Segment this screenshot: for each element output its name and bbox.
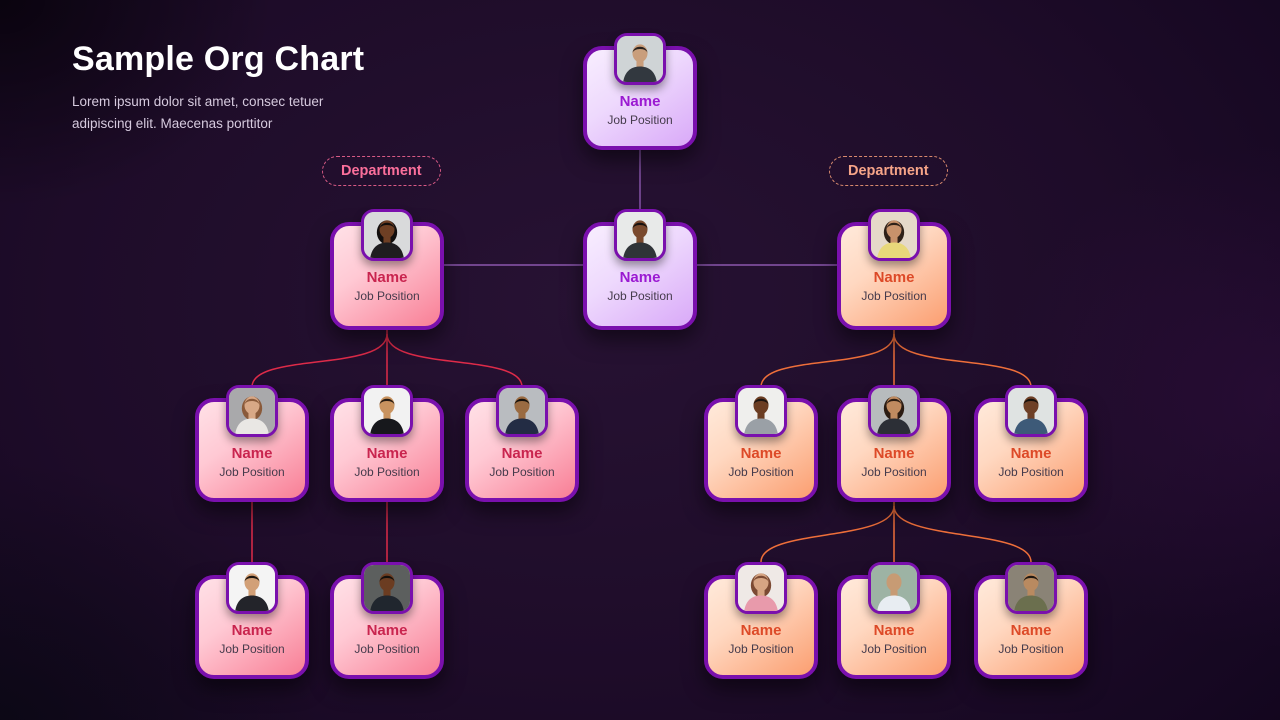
- org-card-right-child-2[interactable]: Name Job Position: [837, 385, 951, 502]
- person-name: Name: [231, 622, 273, 639]
- person-position: Job Position: [354, 642, 420, 656]
- avatar: [868, 385, 920, 437]
- org-card-right-grandchild-3[interactable]: Name Job Position: [974, 562, 1088, 679]
- person-name: Name: [619, 269, 661, 286]
- department-badge-right[interactable]: Department: [829, 156, 948, 186]
- person-name: Name: [1010, 622, 1052, 639]
- person-position: Job Position: [354, 289, 420, 303]
- org-card-left-grandchild-1[interactable]: Name Job Position: [195, 562, 309, 679]
- org-card-right-manager[interactable]: Name Job Position: [837, 209, 951, 330]
- org-card-left-child-1[interactable]: Name Job Position: [195, 385, 309, 502]
- page-subtitle: Lorem ipsum dolor sit amet, consec tetue…: [72, 91, 323, 135]
- org-card-right-grandchild-2[interactable]: Name Job Position: [837, 562, 951, 679]
- avatar: [226, 385, 278, 437]
- avatar: [361, 562, 413, 614]
- avatar: [1005, 385, 1057, 437]
- avatar: [735, 562, 787, 614]
- person-position: Job Position: [219, 642, 285, 656]
- person-position: Job Position: [728, 642, 794, 656]
- person-name: Name: [873, 445, 915, 462]
- person-position: Job Position: [861, 642, 927, 656]
- org-card-left-child-3[interactable]: Name Job Position: [465, 385, 579, 502]
- org-card-right-child-3[interactable]: Name Job Position: [974, 385, 1088, 502]
- person-position: Job Position: [489, 465, 555, 479]
- org-card-middle-manager[interactable]: Name Job Position: [583, 209, 697, 330]
- person-name: Name: [366, 269, 408, 286]
- avatar: [1005, 562, 1057, 614]
- person-name: Name: [1010, 445, 1052, 462]
- avatar: [226, 562, 278, 614]
- org-card-ceo[interactable]: Name Job Position: [583, 33, 697, 150]
- avatar: [496, 385, 548, 437]
- avatar: [361, 209, 413, 261]
- department-badge-left[interactable]: Department: [322, 156, 441, 186]
- subtitle-line-1: Lorem ipsum dolor sit amet, consec tetue…: [72, 94, 324, 109]
- org-card-right-child-1[interactable]: Name Job Position: [704, 385, 818, 502]
- avatar: [361, 385, 413, 437]
- person-position: Job Position: [607, 113, 673, 127]
- person-name: Name: [366, 445, 408, 462]
- avatar: [868, 209, 920, 261]
- person-name: Name: [231, 445, 273, 462]
- person-name: Name: [873, 622, 915, 639]
- person-position: Job Position: [998, 465, 1064, 479]
- person-position: Job Position: [354, 465, 420, 479]
- person-name: Name: [501, 445, 543, 462]
- person-name: Name: [366, 622, 408, 639]
- person-name: Name: [740, 445, 782, 462]
- person-position: Job Position: [998, 642, 1064, 656]
- page-title: Sample Org Chart: [72, 40, 365, 78]
- person-position: Job Position: [219, 465, 285, 479]
- subtitle-line-2: adipiscing elit. Maecenas porttitor: [72, 116, 273, 131]
- org-card-left-manager[interactable]: Name Job Position: [330, 209, 444, 330]
- avatar: [614, 33, 666, 85]
- person-name: Name: [740, 622, 782, 639]
- org-card-right-grandchild-1[interactable]: Name Job Position: [704, 562, 818, 679]
- person-position: Job Position: [861, 465, 927, 479]
- avatar: [868, 562, 920, 614]
- avatar: [735, 385, 787, 437]
- person-position: Job Position: [607, 289, 673, 303]
- org-card-left-grandchild-2[interactable]: Name Job Position: [330, 562, 444, 679]
- org-card-left-child-2[interactable]: Name Job Position: [330, 385, 444, 502]
- avatar: [614, 209, 666, 261]
- person-name: Name: [619, 93, 661, 110]
- person-position: Job Position: [861, 289, 927, 303]
- person-name: Name: [873, 269, 915, 286]
- person-position: Job Position: [728, 465, 794, 479]
